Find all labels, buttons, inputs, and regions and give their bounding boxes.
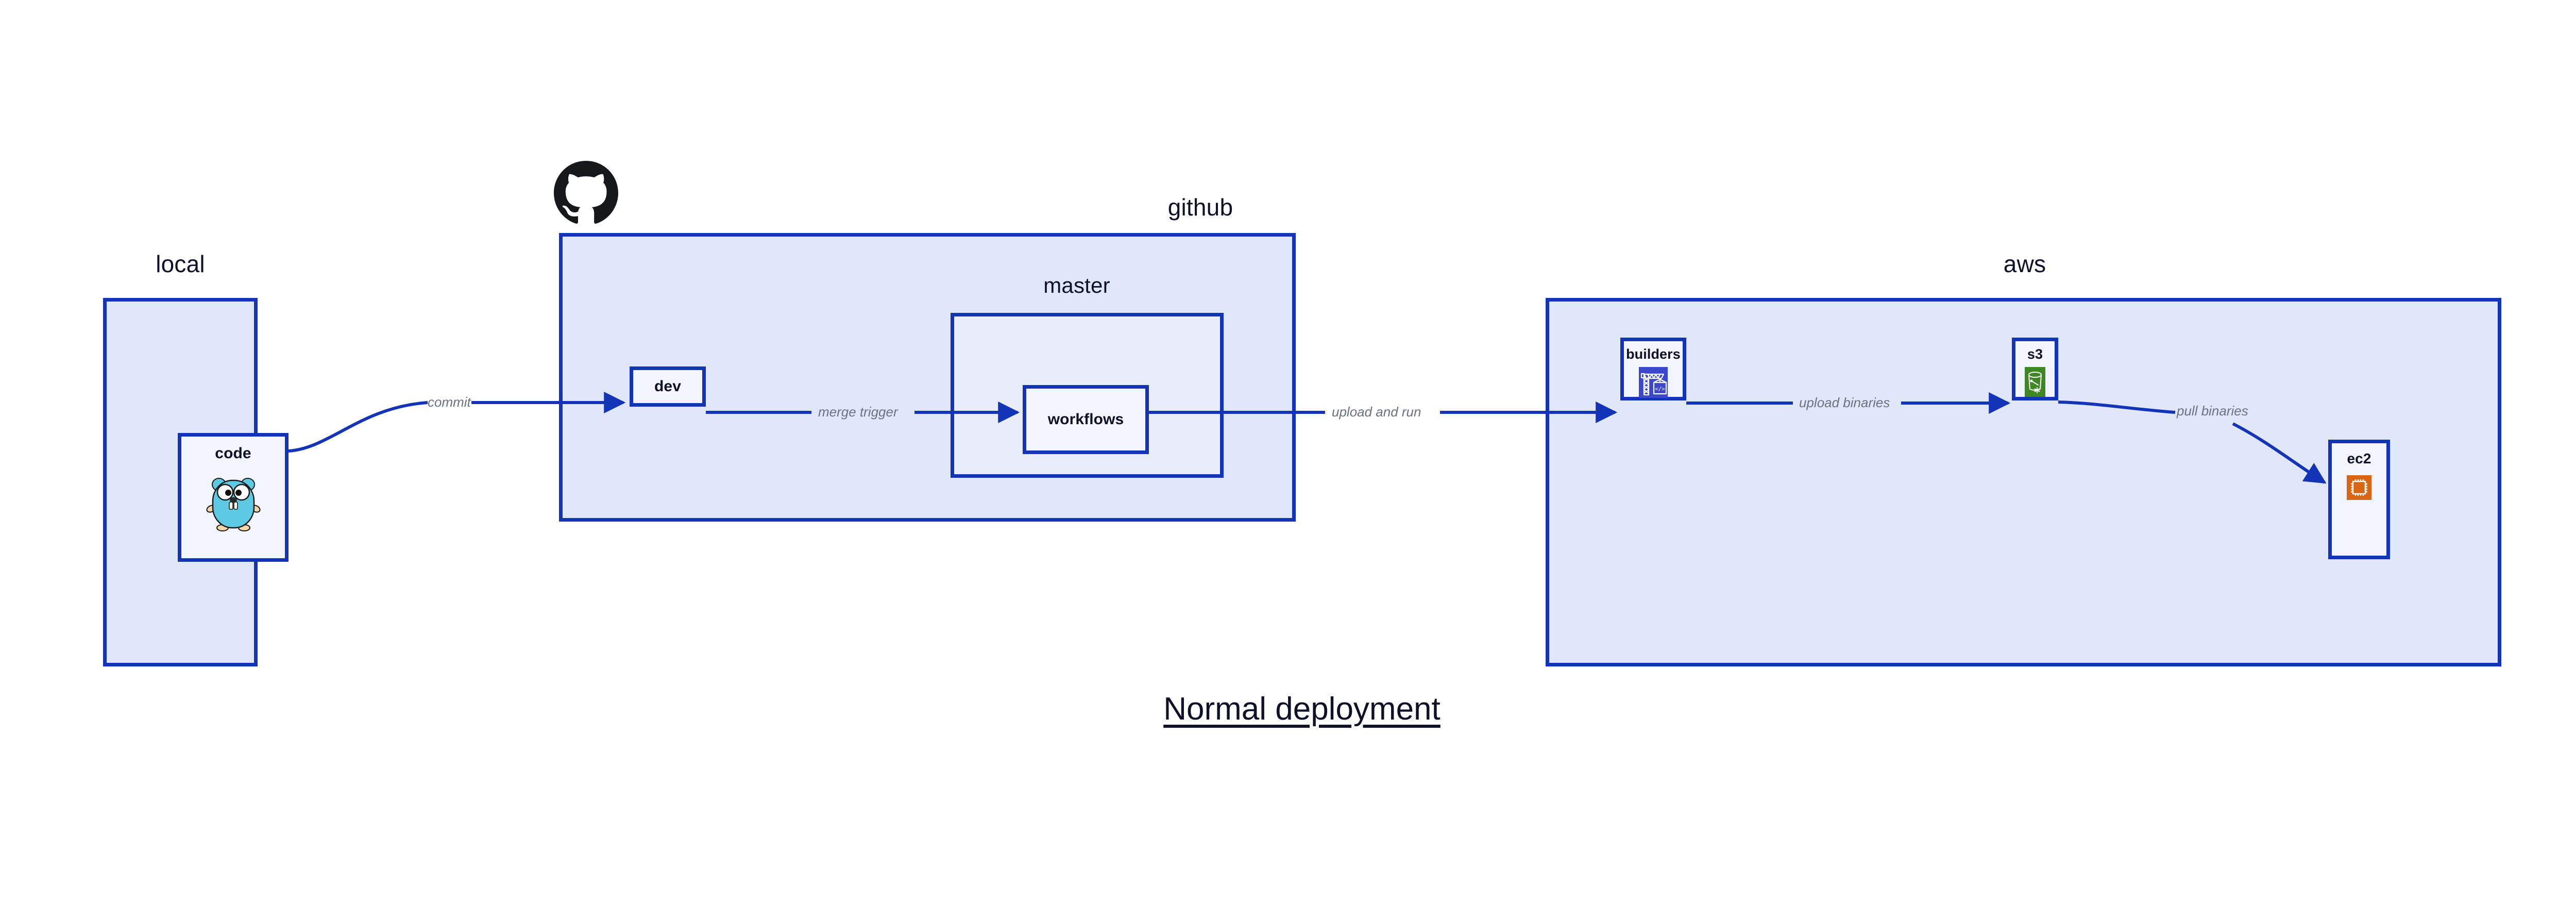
edge-label-upload-and-run: upload and run (1332, 404, 1421, 420)
node-ec2[interactable]: ec2 (2328, 440, 2390, 559)
node-builders[interactable]: builders < (1620, 338, 1686, 400)
aws-ec2-chip-icon (2347, 475, 2371, 500)
node-s3-label: s3 (2027, 346, 2043, 362)
group-label-local: local (156, 250, 205, 277)
edge-label-commit: commit (428, 394, 471, 410)
node-dev[interactable]: dev (630, 366, 706, 407)
node-workflows[interactable]: workflows (1023, 385, 1149, 454)
edge-label-pull-binaries: pull binaries (2177, 403, 2248, 419)
node-s3[interactable]: s3 (2012, 338, 2058, 400)
node-dev-label: dev (654, 378, 681, 395)
svg-text:</>: </> (1655, 386, 1665, 392)
aws-s3-bucket-icon (2025, 367, 2045, 397)
group-label-github: github (1167, 194, 1233, 221)
github-octocat-logo (554, 161, 618, 225)
node-ec2-label: ec2 (2347, 450, 2371, 466)
diagram-caption: Normal deployment (1163, 691, 1440, 727)
edge-label-upload-binaries: upload binaries (1799, 395, 1890, 410)
edge-commit-line (288, 401, 428, 453)
node-code-label: code (215, 445, 251, 462)
edge-label-merge-trigger: merge trigger (818, 404, 898, 420)
group-label-aws: aws (2003, 250, 2046, 277)
aws-builder-crane-icon: </> (1639, 367, 1668, 398)
node-workflows-label: workflows (1047, 411, 1124, 428)
go-gopher-icon (206, 471, 261, 531)
group-label-master: master (1043, 273, 1110, 297)
node-code[interactable]: code (178, 433, 289, 562)
node-builders-label: builders (1626, 346, 1681, 362)
